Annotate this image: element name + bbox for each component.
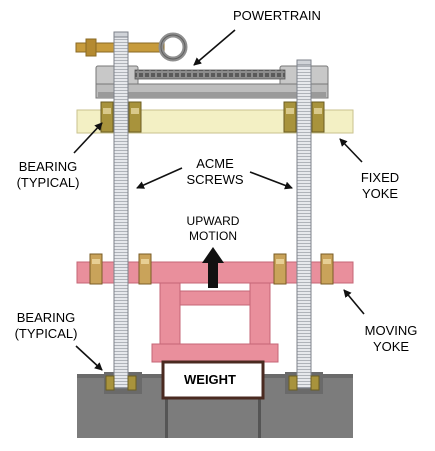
label-bearing-bottom: BEARING (TYPICAL) [6, 310, 86, 342]
label-moving-yoke: MOVING YOKE [356, 323, 426, 355]
moving-yoke-platform [151, 343, 279, 363]
weight-box [161, 360, 265, 400]
label-upward-line2: MOTION [189, 229, 237, 243]
bearing-fixed-left-b [128, 101, 142, 133]
nut-moving-right-b [320, 253, 334, 285]
moving-yoke-crossbar [179, 290, 251, 306]
powertrain-arrow [193, 29, 236, 66]
bearing-base-left-a [105, 375, 115, 391]
label-powertrain: POWERTRAIN [233, 8, 321, 24]
upward-arrow-head [202, 247, 224, 263]
bearing-fixed-right-a [283, 101, 297, 133]
acme-screw-left [113, 31, 129, 389]
bearing-fixed-right-a-face [286, 108, 294, 114]
label-acme-screws: ACME SCREWS [180, 156, 250, 188]
moving-yoke-arrow [343, 289, 365, 315]
bearing-base-right-a [288, 375, 298, 391]
nut-moving-right-a [273, 253, 287, 285]
label-upward-line1: UPWARD [186, 214, 240, 228]
bearing-bottom-arrow [75, 345, 103, 371]
label-powertrain-text: POWERTRAIN [233, 8, 321, 23]
bearing-top-arrow [73, 122, 103, 154]
bearing-fixed-right-b [311, 101, 325, 133]
label-bearing-top-line1: BEARING [18, 159, 78, 174]
label-upward-motion: UPWARD MOTION [180, 214, 246, 244]
lifting-eye-outline [160, 34, 186, 60]
bearing-base-left-b [127, 375, 137, 391]
powertrain-plate-shadow [98, 92, 326, 98]
bearing-fixed-right-b-face [314, 108, 322, 114]
upward-arrow-shaft [208, 262, 218, 288]
drive-coupler [85, 38, 97, 57]
label-bearing-bottom-line1: BEARING [16, 310, 76, 325]
label-moving-line2: YOKE [372, 339, 410, 354]
bearing-base-right-b [310, 375, 320, 391]
acme-screw-left-cap [113, 31, 129, 38]
nut-moving-left-a [89, 253, 103, 285]
moving-yoke-post-right [249, 282, 271, 346]
acme-screw-right [296, 59, 312, 389]
bearing-fixed-left-a [100, 101, 114, 133]
label-moving-line1: MOVING [364, 323, 418, 338]
label-weight: WEIGHT [184, 372, 236, 387]
nut-moving-right-a-face [276, 259, 284, 264]
label-acme-line1: ACME [196, 156, 234, 171]
bearing-fixed-left-b-face [131, 108, 139, 114]
label-bearing-top-line2: (TYPICAL) [16, 175, 80, 190]
fixed-yoke-arrow [339, 138, 363, 163]
label-fixed-line2: YOKE [361, 186, 399, 201]
label-fixed-line1: FIXED [360, 170, 400, 185]
drive-chain [134, 69, 286, 80]
label-bearing-top: BEARING (TYPICAL) [10, 159, 86, 191]
label-fixed-yoke: FIXED YOKE [350, 170, 410, 202]
weight-leg-right [258, 395, 261, 438]
moving-yoke-post-left [159, 282, 181, 346]
nut-moving-right-b-face [323, 259, 331, 264]
acme-right-arrow [249, 171, 293, 190]
nut-moving-left-b [138, 253, 152, 285]
bearing-fixed-left-a-face [103, 108, 111, 114]
acme-screw-right-cap [296, 59, 312, 66]
nut-moving-left-b-face [141, 259, 149, 264]
weight-leg-left [165, 395, 168, 438]
nut-moving-left-a-face [92, 259, 100, 264]
acme-left-arrow [136, 167, 183, 189]
label-acme-line2: SCREWS [186, 172, 244, 187]
label-bearing-bottom-line2: (TYPICAL) [14, 326, 78, 341]
